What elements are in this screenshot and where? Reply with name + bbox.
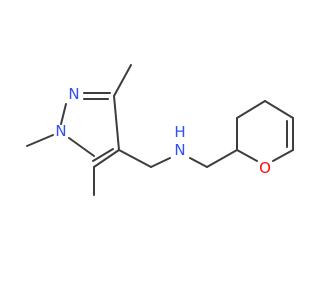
bond-n2-n1: [60, 103, 67, 125]
bond-c4-ch2: [118, 149, 152, 168]
bond-c4ring-c5ring: [264, 100, 294, 119]
bond-ch2-nh: [150, 157, 171, 168]
bond-c3ring-c4ring: [236, 100, 266, 119]
molecule-structure: N N N H O: [26, 64, 294, 196]
bonds: [26, 64, 294, 196]
atom-n1: N: [55, 122, 66, 140]
atom-o: O: [259, 159, 271, 177]
atom-labels: N N N H O: [55, 85, 271, 177]
bond-c4-c5-double: [92, 148, 114, 162]
bond-ch2-c2: [206, 149, 238, 168]
bond-nh-ch2: [189, 157, 208, 168]
bond-n1-methyl: [26, 134, 54, 147]
atom-n2: N: [68, 85, 79, 103]
bond-c6ring-o: [272, 149, 294, 162]
atom-nh-n: N: [174, 141, 185, 159]
bond-o-c2: [236, 149, 258, 162]
bond-c4-c5: [93, 149, 120, 168]
atom-nh-h: H: [174, 123, 185, 141]
bond-c3-methyl: [113, 64, 132, 97]
bond-n1-c5: [68, 137, 95, 157]
bond-c3-c4: [113, 95, 120, 151]
